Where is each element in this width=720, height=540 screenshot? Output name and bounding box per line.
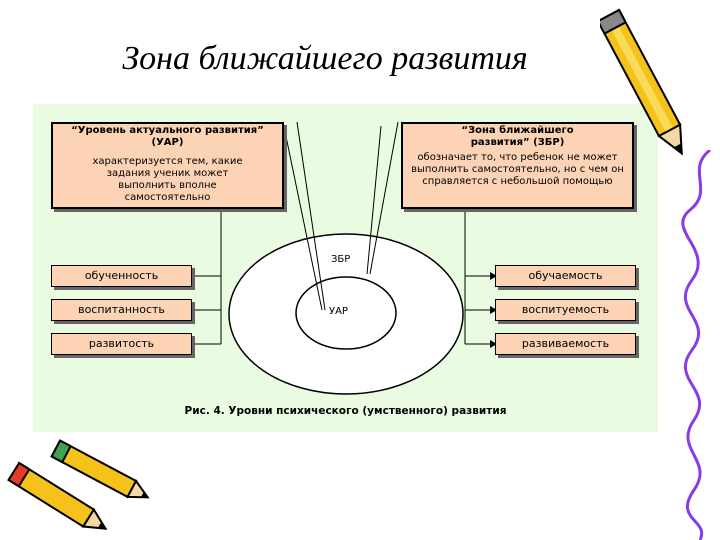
zbr-label: ЗБР [331,254,351,265]
right-item-developability: развиваемость [495,333,636,355]
right-item-learnability: обучаемость [495,265,636,287]
zbr-definition-box: “Зона ближайшего развития” (ЗБР) обознач… [401,122,634,209]
connector-lines [188,121,497,395]
wavy-line [681,150,711,540]
zpd-diagram: “Уровень актуального развития” (УАР) хар… [33,104,658,432]
left-item-development: развитость [51,333,192,355]
uar-label: УАР [329,306,348,317]
left-item-education: обученность [51,265,192,287]
uar-text: характеризуется тем, какие задания учени… [92,156,243,203]
right-item-educability: воспитуемость [495,299,636,321]
zbr-heading: “Зона ближайшего развития” (ЗБР) [461,125,574,148]
left-item-upbringing: воспитанность [51,299,192,321]
slide-title: Зона ближайшего развития [122,40,528,77]
pencil-icon [50,439,150,499]
uar-heading: “Уровень актуального развития” (УАР) [71,125,264,148]
uar-definition-box: “Уровень актуального развития” (УАР) хар… [51,122,284,209]
figure-caption: Рис. 4. Уровни психического (умственного… [184,405,507,417]
zbr-text: обозначает то, что ребенок не может выпо… [411,152,624,187]
uar-circle [295,276,397,350]
pencil-icon [600,8,683,156]
pencil-icon [7,461,108,530]
